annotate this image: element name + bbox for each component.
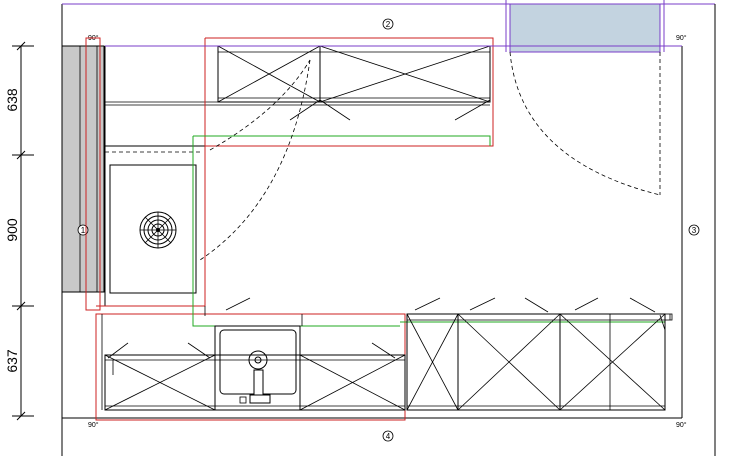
corner-angle-bottom-left: 90°: [88, 421, 99, 429]
wall-number-right: 3: [692, 226, 697, 235]
sink: [214, 325, 301, 411]
green-outline: [192, 135, 665, 327]
wall-number-bottom: 4: [386, 432, 391, 441]
wall-number-top: 2: [386, 20, 391, 29]
corner-angle-top-right: 90°: [676, 34, 687, 42]
upper-wall-cabinets: [104, 45, 491, 121]
handle-left-counter: [225, 297, 251, 311]
wall-marker-4: 4: [382, 430, 394, 442]
dimension-label-middle: 900: [4, 218, 20, 242]
wall-marker-3: 3: [688, 224, 700, 236]
left-wall-column: [61, 45, 105, 293]
wall-marker-2: 2: [382, 18, 394, 30]
lower-cabinets-right: [406, 297, 673, 411]
cooktop-burner: [139, 211, 177, 249]
door-swing-arcs: [199, 51, 661, 261]
dimension-label-bottom: 637: [4, 349, 20, 373]
window: [505, 0, 665, 53]
corner-angle-bottom-right: 90°: [676, 421, 687, 429]
dimension-line: 638 900 637: [4, 41, 34, 421]
dimension-label-top: 638: [4, 88, 20, 112]
wall-number-left: 1: [81, 226, 86, 235]
upper-counter: [104, 46, 490, 306]
